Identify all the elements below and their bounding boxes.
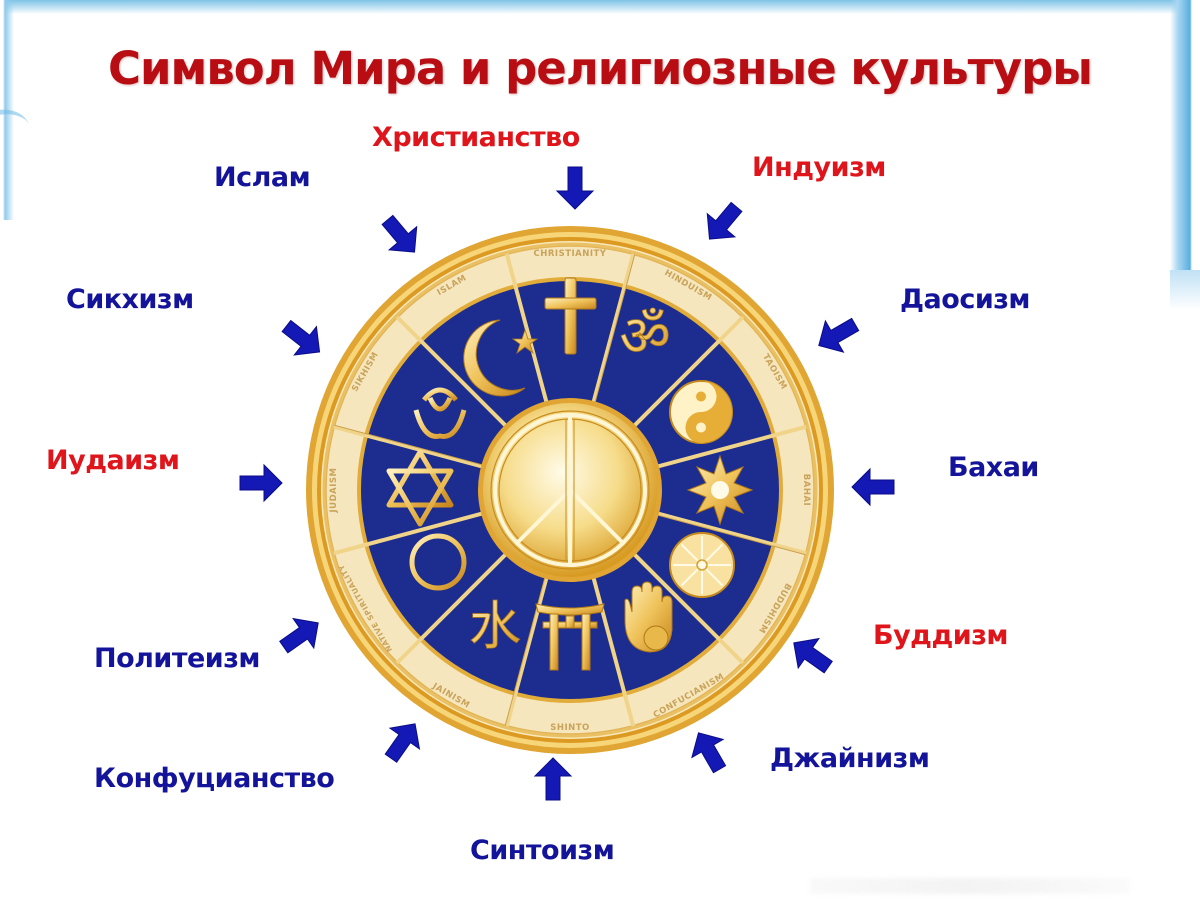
label-christianity: Христианство — [372, 122, 580, 153]
frame-right-border — [1170, 0, 1200, 310]
cross-icon — [544, 277, 597, 355]
page-title: Символ Мира и религиозные культуры — [107, 42, 1093, 95]
ring-text-christianity: CHRISTIANITY — [534, 249, 607, 259]
label-confucianism: Конфуцианство — [94, 763, 335, 794]
religions-wheel: CHRISTIANITY HINDUISM TAOISM BAHAI BUDDH… — [300, 220, 840, 760]
water-character-icon: 水 — [469, 597, 522, 658]
nine-pointed-star-icon — [686, 454, 754, 526]
torii-gate-icon — [535, 603, 605, 671]
om-icon: ॐ — [619, 304, 671, 370]
sun-cross-icon — [408, 532, 468, 592]
dharma-wheel-icon — [669, 532, 735, 598]
star-of-david-icon — [386, 449, 454, 527]
khanda-icon — [413, 387, 467, 445]
arrow-icon-buddhism — [779, 623, 843, 687]
label-hinduism: Индуизм — [752, 152, 886, 183]
faint-watermark — [810, 878, 1130, 894]
arrow-icon-sikhism — [271, 307, 336, 372]
label-sikhism: Сикхизм — [66, 284, 194, 315]
arrow-icon-bahai — [850, 464, 896, 510]
arrow-icon-jainism — [678, 720, 741, 783]
arrow-icon-polytheism — [269, 603, 333, 667]
label-shinto: Синтоизм — [470, 835, 615, 866]
arrow-icon-judaism — [238, 460, 284, 506]
label-islam: Ислам — [214, 162, 311, 193]
ring-text-judaism: JUDAISM — [329, 468, 339, 514]
peace-sign-icon — [478, 398, 662, 582]
yin-yang-icon — [669, 380, 733, 444]
arrow-icon-taoism — [806, 304, 869, 367]
ring-text-shinto: SHINTO — [550, 723, 590, 733]
arrow-icon-christianity — [552, 165, 598, 211]
jain-hand-icon — [624, 581, 673, 653]
frame-top-border — [0, 0, 1200, 14]
frame-left-border — [0, 0, 14, 220]
label-buddhism: Буддизм — [873, 620, 1008, 651]
arrow-icon-hinduism — [691, 191, 756, 256]
arrow-icon-islam — [369, 204, 434, 269]
svg-text:ॐ: ॐ — [619, 304, 670, 369]
crescent-star-icon — [463, 319, 539, 397]
label-jainism: Джайнизм — [770, 743, 930, 774]
decorative-swoosh — [0, 104, 35, 161]
svg-text:水: 水 — [469, 597, 521, 657]
label-judaism: Иудаизм — [46, 445, 180, 476]
arrow-icon-confucianism — [371, 709, 435, 773]
label-polytheism: Политеизм — [94, 643, 260, 674]
label-bahai: Бахаи — [948, 452, 1039, 483]
arrow-icon-shinto — [530, 756, 576, 802]
label-taoism: Даосизм — [900, 284, 1031, 315]
ring-text-bahai: BAHAI — [801, 474, 811, 506]
